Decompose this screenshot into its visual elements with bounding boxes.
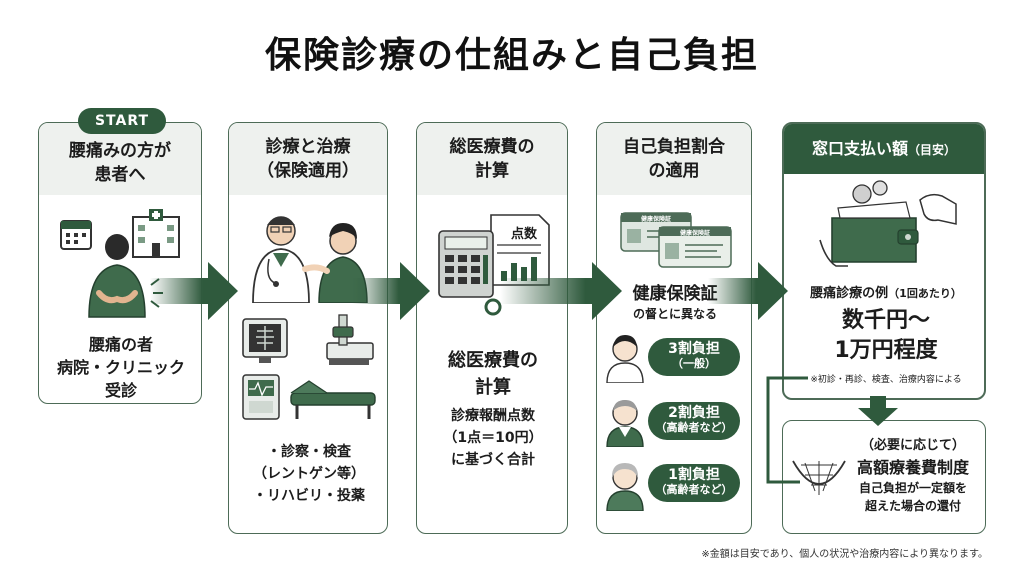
text-line: 高額療養費制度 [856, 458, 969, 477]
tier-sublabel: （高齢者など） [655, 421, 733, 434]
insurance-card-icon [658, 226, 732, 268]
medical-equipment-illustration [242, 314, 376, 420]
text-line: 病院・クリニック [56, 358, 185, 377]
text-line: 数千円〜 [841, 308, 930, 333]
step-title-line: 診療と治療 [265, 137, 351, 157]
treatment-list: ・診察・検査 （レントゲン等） ・リハビリ・投薬 [229, 441, 387, 507]
flow-arrow [150, 262, 238, 320]
back-pain-person-icon [88, 234, 163, 318]
person-elderly-icon [606, 400, 644, 447]
text-line: 計算 [475, 377, 511, 398]
step-card-cost-calc: 総医療費の 計算 点数 総医療費の 計算 診療報酬点数 （1点＝10円） に基づ… [416, 122, 568, 534]
footnote: ※金額は目安であり、個人の状況や治療内容により異なります。 [701, 549, 988, 560]
step-card-header: 総医療費の 計算 [417, 123, 567, 195]
rehab-bed-icon [290, 380, 376, 419]
step-card-header: 診療と治療 （保険適用） [229, 123, 387, 195]
wallet-icon [831, 201, 919, 263]
step-title-line: （保険適用） [257, 161, 359, 181]
coin-icon [852, 180, 888, 204]
step-card-header: 窓口支払い額（目安） [784, 124, 984, 174]
text-line: 診療報酬点数 [451, 408, 535, 424]
step-title-line: 総医療費の [449, 137, 535, 157]
step-title-line: 計算 [475, 161, 509, 181]
connector-line [766, 376, 808, 484]
step-card-high-cost: （必要に応じて） 高額療養費制度 自己負担が一定額を 超えた場合の還付 [782, 420, 986, 534]
cost-calc-detail: 診療報酬点数 （1点＝10円） に基づく合計 [417, 405, 567, 471]
tier-sublabel: （高齢者など） [655, 483, 733, 496]
text-line: 超えた場合の還付 [864, 499, 961, 513]
list-item: ・リハビリ・投薬 [253, 488, 365, 504]
page-title: 保険診療の仕組みと自己負担 [264, 35, 759, 76]
hand-icon [819, 193, 957, 267]
text-line: 総医療費の [448, 350, 538, 371]
step-card-header: 腰痛みの方が 患者へ [39, 123, 201, 195]
high-cost-text: （必要に応じて） 高額療養費制度 自己負担が一定額を 超えた場合の還付 [841, 435, 985, 515]
card-label: 健康保険証 [640, 216, 671, 223]
ultrasound-device-icon [242, 374, 280, 420]
patient-visit-text: 腰痛の者 病院・クリニック 受診 [39, 333, 201, 402]
hospital-icon [132, 209, 180, 258]
person-senior-icon [606, 463, 644, 511]
tier-sublabel: （一般） [672, 357, 716, 370]
doctor-icon [252, 216, 310, 303]
xray-machine-icon [326, 314, 374, 365]
payment-amount: 数千円〜 1万円程度 [784, 306, 984, 366]
list-item: （レントゲン等） [253, 466, 365, 482]
text-line: （必要に応じて） [860, 438, 965, 453]
flow-arrow [352, 262, 430, 320]
text-line: 1万円程度 [834, 338, 938, 363]
step-card-header: 自己負担割合 の適用 [597, 123, 751, 195]
step-card-patient: 腰痛みの方が 患者へ [38, 122, 202, 404]
step-title-line: 自己負担割合 [623, 137, 725, 157]
copay-tier-badge: 2割負担 （高齢者など） [648, 402, 740, 440]
step-title-sub: （目安） [908, 142, 957, 157]
text-line: に基づく合計 [451, 452, 535, 468]
payment-example-label: 腰痛診療の例（1回あたり） [784, 282, 984, 301]
step-card-treatment: 診療と治療 （保険適用） [228, 122, 388, 534]
calculator-document-illustration [438, 214, 550, 298]
down-arrow [858, 396, 898, 426]
tier-label: 3割負担 [668, 341, 720, 357]
cost-calc-heading: 総医療費の 計算 [417, 347, 567, 401]
tier-label: 2割負担 [668, 405, 720, 421]
insurance-cards-illustration [620, 212, 732, 268]
calendar-icon [60, 220, 92, 250]
payment-note: ※初診・再診、検査、治療内容による [810, 375, 962, 385]
card-label: 健康保険証 [679, 230, 710, 237]
copay-tier-badge: 1割負担 （高齢者など） [648, 464, 740, 502]
person-general-icon [606, 335, 644, 383]
insurance-card-subtext: の督とに異なる [632, 307, 717, 321]
document-label: 点数 [510, 227, 537, 242]
text-line: 腰痛診療の例 [810, 286, 889, 301]
step-title-line: 患者へ [94, 165, 146, 185]
step-title-line: の適用 [648, 161, 700, 181]
safety-net-icon [792, 460, 846, 495]
text-line: 腰痛の者 [88, 335, 153, 354]
start-badge: START [78, 108, 166, 134]
list-item: ・診察・検査 [267, 444, 351, 460]
tier-label: 1割負担 [668, 467, 720, 483]
flow-arrow [708, 262, 788, 320]
step-card-payment: 窓口支払い額（目安） 腰痛診療の例（1回あたり） 数千円〜 1万円程度 ※初診・… [782, 122, 986, 400]
step-title-line: 腰痛みの方が [69, 141, 171, 161]
patient-hospital-illustration [60, 209, 180, 318]
text-line: （1点＝10円） [443, 430, 543, 446]
calculator-icon [438, 230, 494, 298]
copay-tier-badge: 3割負担 （一般） [648, 338, 740, 376]
wallet-payment-illustration [819, 180, 957, 267]
text-line: 受診 [104, 381, 137, 400]
xray-monitor-icon [242, 318, 288, 363]
step-title: 窓口支払い額 [811, 138, 908, 158]
document-icon [490, 214, 550, 286]
flow-arrow [500, 262, 622, 320]
text-line: 自己負担が一定額を [858, 481, 967, 495]
insurance-card-text: 健康保険証 [632, 284, 718, 304]
text-line: （1回あたり） [888, 287, 962, 300]
node-circle-icon [484, 298, 502, 316]
